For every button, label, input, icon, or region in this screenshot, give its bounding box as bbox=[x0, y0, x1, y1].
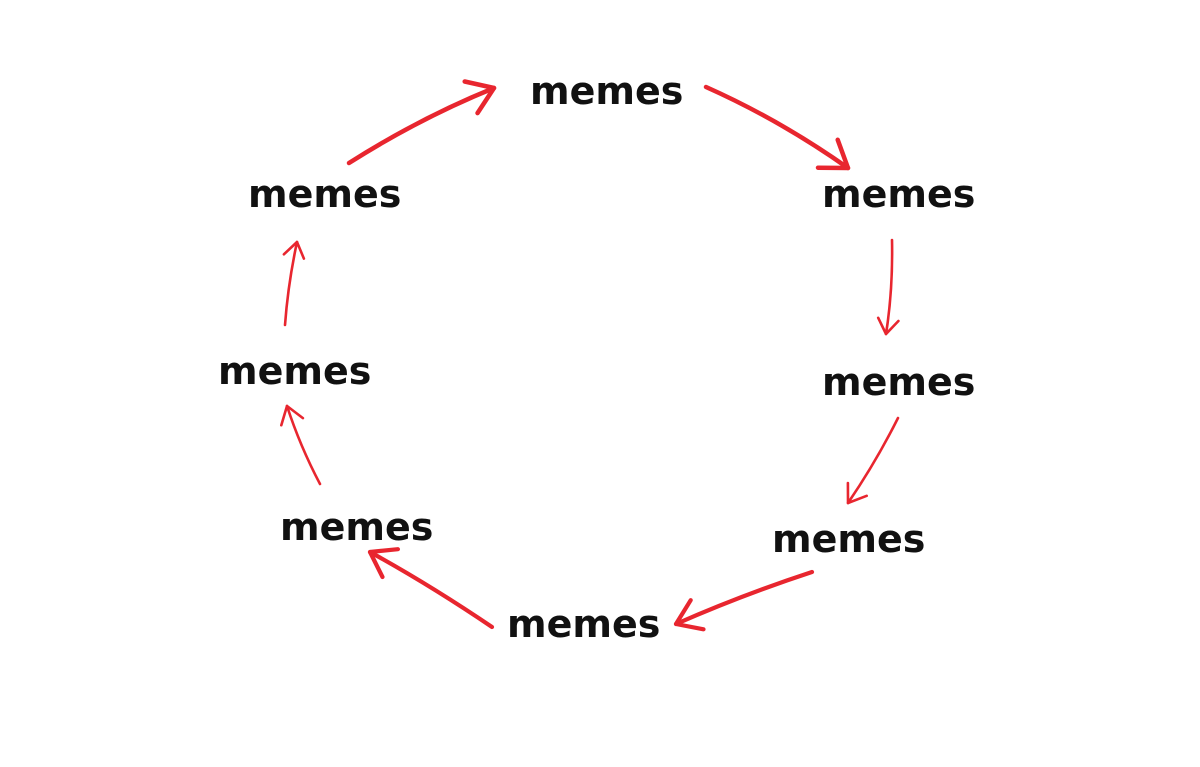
node-memes-upper-right: memes bbox=[822, 172, 976, 216]
arrow-7-to-0 bbox=[346, 79, 497, 166]
arrow-shaft bbox=[673, 569, 815, 627]
arrow-shaft bbox=[285, 404, 322, 486]
arrow-head bbox=[876, 316, 900, 336]
node-memes-upper-left: memes bbox=[248, 172, 402, 216]
arrow-head bbox=[846, 481, 868, 505]
arrow-6-to-7 bbox=[282, 240, 306, 327]
node-memes-bottom: memes bbox=[507, 602, 661, 646]
arrow-head bbox=[462, 79, 497, 116]
node-memes-left: memes bbox=[218, 349, 372, 393]
arrow-shaft bbox=[703, 84, 851, 171]
arrow-head bbox=[282, 240, 306, 260]
arrow-3-to-4 bbox=[673, 569, 815, 632]
arrow-head bbox=[280, 404, 305, 427]
arrow-0-to-1 bbox=[703, 84, 851, 171]
arrow-shaft bbox=[846, 416, 900, 505]
arrow-head bbox=[815, 137, 851, 171]
node-memes-lower-left: memes bbox=[280, 505, 434, 549]
arrow-5-to-6 bbox=[280, 404, 322, 486]
node-memes-right: memes bbox=[822, 360, 976, 404]
arrow-head bbox=[673, 598, 706, 632]
arrow-shaft bbox=[884, 238, 894, 336]
arrow-shaft bbox=[346, 85, 497, 166]
arrow-shaft bbox=[283, 240, 299, 327]
node-memes-lower-right: memes bbox=[772, 517, 926, 561]
arrow-shaft bbox=[367, 549, 495, 630]
arrow-head bbox=[367, 547, 400, 580]
arrow-2-to-3 bbox=[846, 416, 900, 505]
arrow-1-to-2 bbox=[876, 238, 900, 336]
node-memes-top: memes bbox=[530, 69, 684, 113]
arrow-4-to-5 bbox=[367, 547, 495, 630]
